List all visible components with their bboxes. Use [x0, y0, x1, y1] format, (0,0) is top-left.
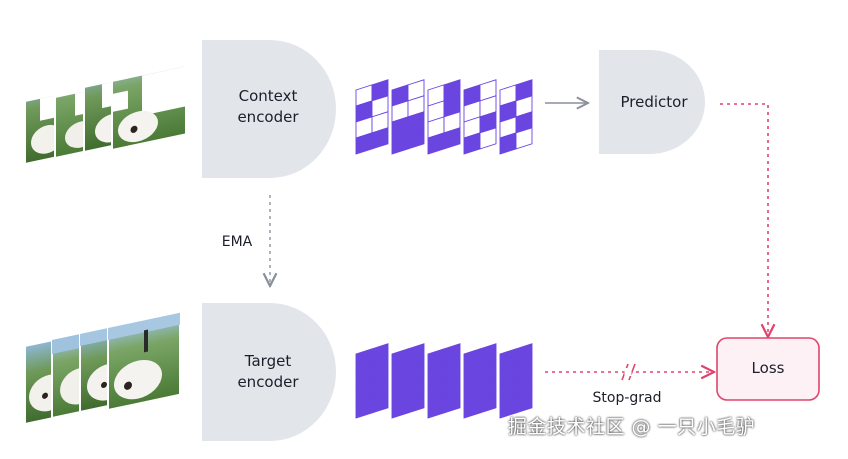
token-cell	[479, 391, 497, 414]
predictor-shape	[599, 50, 705, 154]
context-encoder-line2: encoder	[237, 108, 299, 126]
token-cell	[515, 391, 533, 414]
context-token-sheet	[463, 79, 497, 155]
target-encoder-line2: encoder	[237, 373, 299, 391]
ema-label: EMA	[221, 234, 253, 250]
predictor-to-loss-path	[720, 103, 768, 337]
target-token-grid	[355, 343, 533, 419]
target-video-frames	[24, 311, 181, 426]
context-encoder-label: Context encoder	[214, 86, 322, 128]
target-encoder-line1: Target	[244, 352, 292, 370]
target-encoder-shape	[202, 303, 336, 441]
context-token-sheet	[355, 79, 389, 155]
token-cell	[479, 127, 497, 150]
context-encoder-shape	[202, 40, 336, 178]
context-token-sheet	[499, 79, 533, 155]
target-token-sheet	[463, 343, 497, 419]
target-encoder-label: Target encoder	[214, 351, 322, 393]
token-cell	[371, 391, 389, 414]
token-cell	[371, 127, 389, 150]
context-token-sheet	[391, 79, 425, 155]
context-video-frames	[24, 47, 187, 166]
context-token-grid	[355, 79, 533, 155]
token-cell	[407, 391, 425, 414]
target-token-sheet	[427, 343, 461, 419]
context-encoder-line1: Context	[238, 87, 298, 105]
token-cell	[407, 127, 425, 150]
context-token-sheet	[427, 79, 461, 155]
watermark: 掘金技术社区 @ 一只小毛驴	[508, 416, 756, 438]
predictor-label: Predictor	[620, 93, 688, 111]
target-token-sheet	[391, 343, 425, 419]
loss-label: Loss	[751, 359, 785, 377]
target-token-sheet	[499, 343, 533, 419]
target-token-sheet	[355, 343, 389, 419]
token-cell	[515, 127, 533, 150]
token-cell	[443, 127, 461, 150]
stop-grad-label: Stop-grad	[592, 390, 662, 406]
token-cell	[443, 391, 461, 414]
stop-grad-mark	[621, 363, 636, 381]
context-frame-4	[111, 47, 187, 152]
target-frame-4	[107, 311, 181, 412]
loss-box	[716, 337, 820, 401]
